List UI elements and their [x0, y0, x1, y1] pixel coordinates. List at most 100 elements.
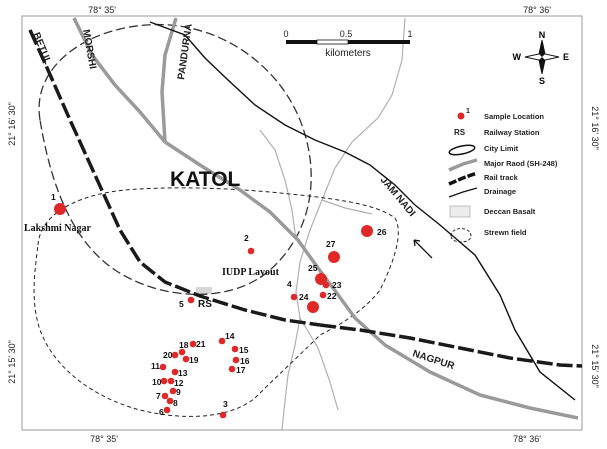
sample-label-24: 24 [299, 292, 309, 302]
coord-top-left: 78° 35' [88, 5, 116, 15]
sample-point-20 [171, 351, 179, 359]
sample-point-22 [319, 291, 327, 299]
sample-point-1 [54, 203, 66, 215]
sample-point-15 [231, 345, 239, 353]
coord-bottom-left: 78° 35' [90, 434, 118, 444]
rail-tracks [28, 29, 583, 368]
sample-label-14: 14 [225, 331, 235, 341]
sample-label-4: 4 [287, 279, 292, 289]
coordinate-labels: 78° 35' 78° 36' 78° 35' 78° 36' 21° 16' … [7, 5, 600, 444]
compass-star-fill [539, 40, 545, 74]
scale-segment-white [316, 39, 349, 45]
sample-point-11 [159, 363, 167, 371]
sample-label-21: 21 [196, 339, 206, 349]
legend: 1 Sample Location RS Railway Station Cit… [448, 108, 558, 243]
label-railway-station: RS [198, 299, 212, 310]
sample-point-5 [187, 296, 195, 304]
sample-label-19: 19 [189, 355, 199, 365]
sample-label-18: 18 [179, 340, 189, 350]
sample-point-14 [218, 337, 226, 345]
legend-symbol-strewn [450, 228, 472, 243]
sample-point-26 [361, 225, 373, 237]
drainage-line [299, 317, 339, 411]
sample-locations: 1234567891011121314151617181920212223242… [51, 192, 387, 419]
sample-point-24 [307, 301, 319, 313]
map-frame [21, 15, 583, 431]
coord-right-bottom: 21° 15' 30" [590, 344, 600, 388]
sample-point-4 [290, 293, 298, 301]
scale-unit: kilometers [325, 48, 371, 59]
sample-label-8: 8 [173, 398, 178, 408]
basalt-patch [196, 287, 212, 294]
legend-symbol-rail [448, 171, 478, 186]
sample-point-12 [167, 377, 175, 385]
sample-label-1: 1 [51, 192, 56, 202]
coord-bottom-right: 78° 36' [513, 434, 541, 444]
legend-symbol-sample-num: 1 [466, 108, 470, 115]
legend-symbol-road [448, 158, 478, 172]
north-arrow: N S E W [513, 30, 570, 86]
sample-point-13 [171, 368, 179, 376]
sample-point-7 [161, 392, 169, 400]
sample-label-16: 16 [240, 356, 250, 366]
drainage-line [321, 199, 373, 215]
scale-tick-half: 0.5 [340, 29, 353, 39]
legend-label-road: Major Raod (SH-248) [484, 159, 558, 168]
sample-label-10: 10 [152, 377, 162, 387]
sample-point-25 [315, 273, 327, 285]
coord-left-top: 21° 16' 30" [7, 102, 17, 146]
sample-label-6: 6 [159, 407, 164, 417]
sample-label-12: 12 [174, 378, 184, 388]
legend-symbol-drain [448, 187, 478, 198]
sample-point-9 [169, 387, 177, 395]
sample-label-25: 25 [308, 263, 318, 273]
scale-segment-black [348, 40, 410, 44]
sample-label-7: 7 [156, 391, 161, 401]
sample-label-26: 26 [377, 227, 387, 237]
legend-label-strewn: Strewn field [484, 228, 527, 237]
sample-label-20: 20 [163, 350, 173, 360]
sample-label-22: 22 [327, 291, 337, 301]
legend-label-city: City Limit [484, 144, 519, 153]
major-roads [72, 17, 579, 420]
sample-point-18 [178, 348, 186, 356]
sample-label-15: 15 [239, 345, 249, 355]
sample-point-19 [182, 355, 190, 363]
label-iudp-layout: IUDP Layout [222, 267, 280, 278]
sample-point-16 [232, 356, 240, 364]
drainage-line [281, 17, 406, 431]
jam-nadi-arrow [413, 239, 433, 259]
sample-point-8 [166, 397, 174, 405]
sample-label-3: 3 [223, 399, 228, 409]
sample-label-11: 11 [151, 361, 160, 371]
compass-w: W [513, 52, 522, 62]
compass-e: E [563, 52, 569, 62]
sample-label-13: 13 [178, 368, 188, 378]
legend-symbol-sample [457, 112, 465, 120]
legend-label-rs: Railway Station [484, 128, 540, 137]
compass-n: N [539, 30, 546, 40]
sample-point-6 [163, 406, 171, 414]
scale-bar: 0 0.5 1 kilometers [283, 29, 412, 59]
legend-label-basalt: Deccan Basalt [484, 207, 536, 216]
road-pandurna [160, 17, 178, 143]
sample-point-21 [189, 340, 197, 348]
sample-label-23: 23 [332, 280, 342, 290]
legend-label-rail: Rail track [484, 173, 519, 182]
town-name: KATOL [170, 168, 241, 191]
sample-label-2: 2 [244, 233, 249, 243]
legend-symbol-rs: RS [454, 128, 466, 137]
coord-top-right: 78° 36' [523, 5, 551, 15]
scale-segment-black [286, 40, 317, 44]
coord-right-top: 21° 16' 30" [590, 106, 600, 150]
coord-left-bottom: 21° 15' 30" [7, 340, 17, 384]
sample-label-27: 27 [326, 239, 336, 249]
sample-point-3 [219, 411, 227, 419]
drainage-lines [259, 17, 406, 431]
road-sh248 [164, 140, 579, 420]
sample-point-27 [328, 251, 340, 263]
scale-tick-0: 0 [283, 29, 288, 39]
sample-point-10 [160, 377, 168, 385]
scale-tick-1: 1 [407, 29, 412, 39]
sample-label-17: 17 [236, 365, 246, 375]
